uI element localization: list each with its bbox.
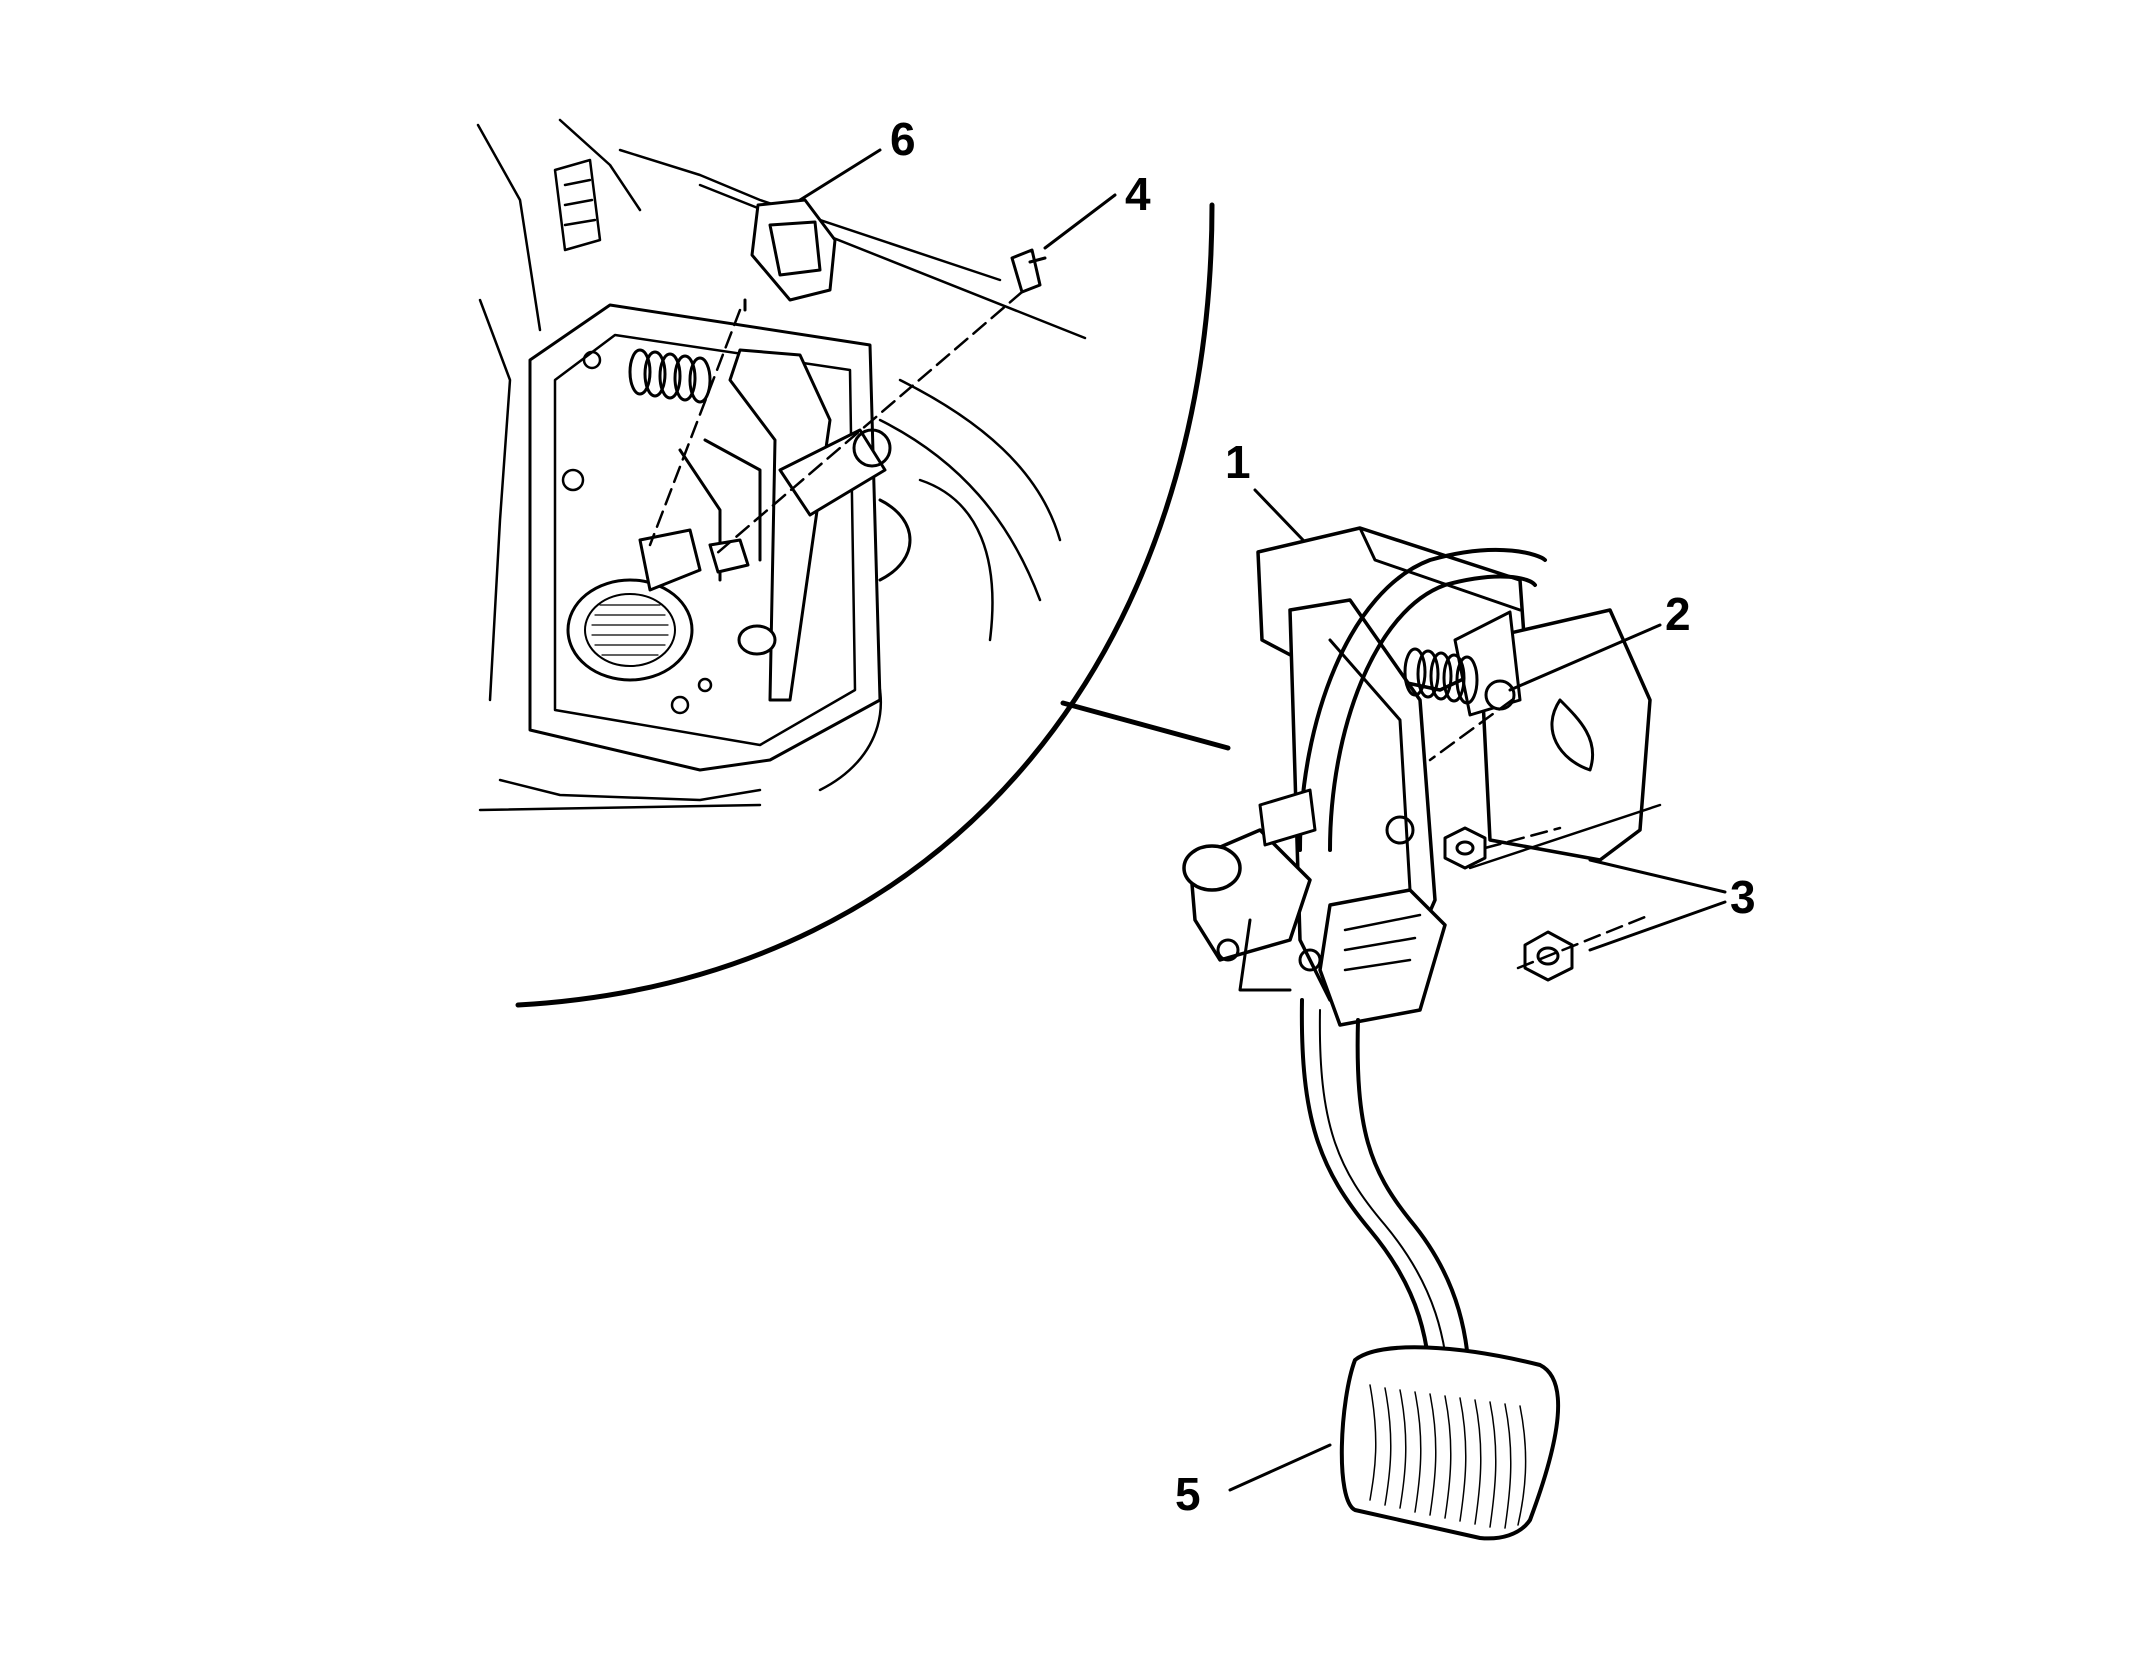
inset-boundary-arc [515,202,1215,1008]
inset-bracket-plate [528,303,882,772]
callout-leaders [798,148,1727,1492]
leader-6 [798,148,882,202]
inset-part-6-connector [743,198,837,312]
inset-part-4-clip [1010,248,1047,294]
inset-side-connector [553,158,602,252]
inset-switch-barrel [778,428,912,582]
inset-switch-clip [638,528,777,656]
inset-to-assembly-line [1060,700,1231,751]
inset-dashed-leaders [648,290,1024,557]
leader-2 [1508,623,1662,692]
callout-labels: 1 2 3 4 5 6 [890,113,1756,1520]
callout-1: 1 [1225,436,1251,488]
inset-return-spring [628,348,712,404]
detail-inset-view [476,118,1231,1008]
pedal-return-tube [1298,547,1547,852]
inset-pedal-arm [678,348,832,702]
leader-4 [1043,193,1117,250]
inset-booster-boss [566,578,694,682]
leader-3b [1588,900,1727,952]
assembly-dashed-leaders [1428,698,1652,970]
brake-switch [1182,828,1312,992]
callout-2: 2 [1665,588,1691,640]
callout-6: 6 [890,113,916,165]
callout-4: 4 [1125,168,1151,220]
callout-3: 3 [1730,871,1756,923]
pedal-pad [1339,1345,1561,1541]
mounting-nut-upper [1443,826,1487,870]
leader-5 [1228,1443,1332,1492]
leader-1 [1253,488,1305,542]
pedal-return-spring [1403,610,1522,717]
leader-3a [1588,858,1727,894]
callout-5: 5 [1175,1468,1201,1520]
pedal-position-sensor [1258,788,1447,1027]
pedal-assembly [1182,526,1662,1541]
